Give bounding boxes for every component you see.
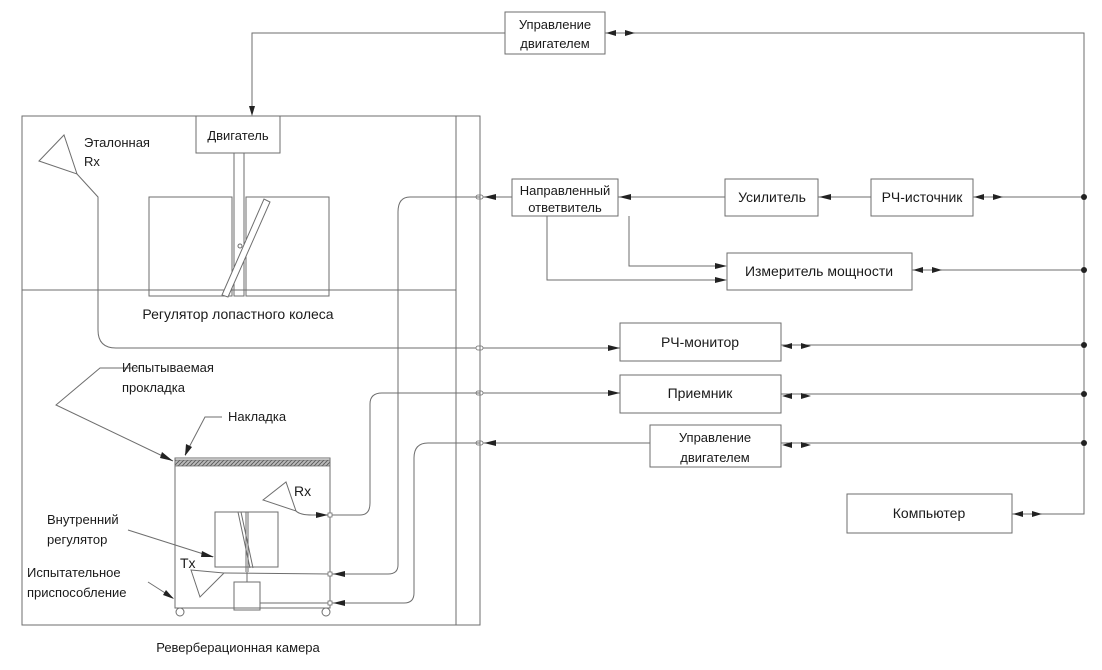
motor-block (195, 115, 281, 154)
rx-label: Rx (294, 483, 311, 499)
chamber-label: Реверберационная камера (156, 640, 320, 655)
bidirectional-arrow-icon (782, 393, 811, 399)
computer-block (846, 493, 1013, 534)
arrow-right-icon (608, 390, 620, 396)
coupler-fwd-to-meter-line (628, 216, 720, 267)
arrow-down-icon (249, 106, 255, 116)
gasket-under-test-label-1: Испытываемая (122, 360, 214, 375)
amplifier-block (724, 178, 819, 217)
bidirectional-arrow-icon (1013, 511, 1042, 517)
reference-rx-label-1: Эталонная (84, 135, 150, 150)
arrow-right-icon (608, 345, 620, 351)
directional-coupler-label-2: ответвитель (528, 200, 602, 215)
arrow-icon (201, 551, 214, 557)
bidirectional-arrow-icon (782, 442, 811, 448)
motor-control-bottom-label-1: Управление (679, 430, 751, 445)
rf-monitor-block (619, 322, 782, 362)
cable-rx (330, 392, 480, 516)
cable-motor (330, 442, 480, 604)
bus-branches (781, 196, 1084, 444)
paddle-tuner-label: Регулятор лопастного колеса (142, 306, 333, 322)
motor-control-to-motor-line (251, 32, 505, 110)
amplifier-label: Усилитель (738, 189, 806, 205)
gasket-under-test (174, 459, 331, 467)
motor-control-bottom-block (649, 424, 782, 468)
overlay-label: Накладка (228, 409, 287, 424)
arrow-left-icon (333, 600, 345, 606)
gasket-under-test-label-2: прокладка (122, 380, 186, 395)
receiver-block (619, 374, 782, 414)
arrow-icon (163, 590, 174, 599)
bus-junction-dots (1081, 194, 1087, 446)
arrowheads (160, 30, 1042, 606)
reference-rx-label-2: Rx (84, 154, 100, 169)
cable-tx (330, 196, 480, 575)
test-fixture-label-2: приспособление (27, 585, 127, 600)
arrow-left-icon (819, 194, 831, 200)
computer-label: Компьютер (893, 505, 966, 521)
reference-rx-antenna-icon (38, 134, 480, 349)
chamber-top-wall (22, 115, 481, 160)
arrow-left-icon (333, 571, 345, 577)
power-meter-block (726, 252, 913, 291)
arrow-right-icon (715, 277, 727, 283)
directional-coupler-label-1: Направленный (520, 183, 611, 198)
arrow-icon (160, 452, 173, 461)
motor-control-bottom-label-2: двигателем (680, 450, 750, 465)
bidirectional-arrow-icon (974, 194, 1003, 200)
rf-source-label: РЧ-источник (882, 189, 964, 205)
arrow-icon (185, 444, 192, 456)
arrow-right-icon (715, 263, 727, 269)
arrow-right-icon (316, 512, 328, 518)
motor-label: Двигатель (207, 128, 269, 143)
arrow-left-icon (619, 194, 631, 200)
overlay-leader (184, 416, 222, 456)
tx-label: Tx (180, 555, 196, 571)
bidirectional-arrow-icon (782, 343, 811, 349)
receiver-label: Приемник (668, 385, 734, 401)
bidirectional-arrow-icon (913, 267, 942, 273)
internal-tuner-leader (127, 529, 214, 558)
power-meter-label: Измеритель мощности (745, 263, 893, 279)
coupler-rev-to-meter-line (546, 216, 720, 281)
control-bus (605, 32, 1085, 515)
bidirectional-arrow-icon (606, 30, 635, 36)
arrow-left-icon (484, 194, 496, 200)
test-fixture (174, 457, 333, 617)
internal-tuner-label-1: Внутренний (47, 512, 119, 527)
arrow-left-icon (484, 440, 496, 446)
rf-monitor-label: РЧ-монитор (661, 334, 739, 350)
motor-control-top-label-2: двигателем (520, 36, 590, 51)
rf-source-block (870, 178, 974, 217)
test-fixture-label-1: Испытательное (27, 565, 121, 580)
paddle-tuner (148, 152, 330, 298)
motor-control-top-label-1: Управление (519, 17, 591, 32)
internal-tuner-label-2: регулятор (47, 532, 107, 547)
